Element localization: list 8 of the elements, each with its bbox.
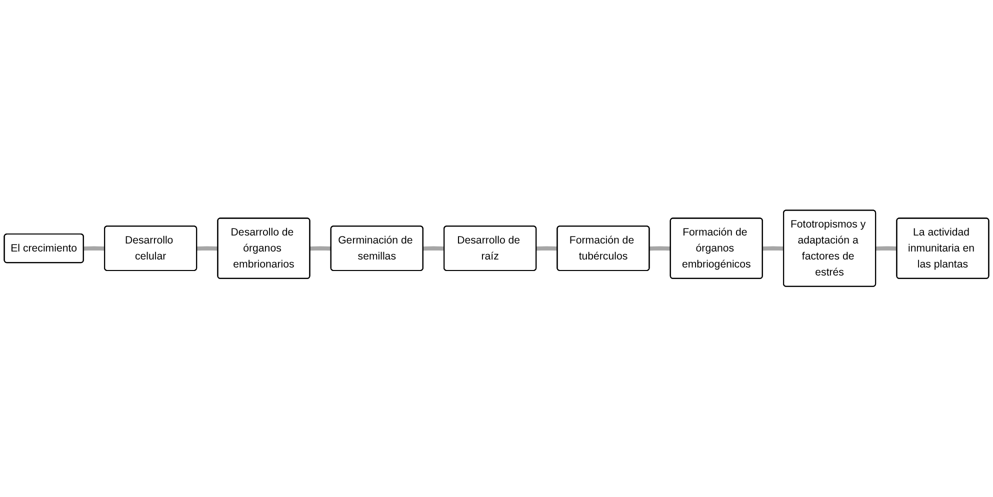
connector bbox=[423, 246, 444, 251]
connector bbox=[762, 246, 784, 251]
connector bbox=[536, 246, 558, 251]
connector bbox=[196, 246, 218, 251]
connector bbox=[876, 246, 898, 251]
connector bbox=[310, 246, 332, 251]
connector bbox=[84, 246, 105, 251]
connector bbox=[649, 246, 671, 251]
